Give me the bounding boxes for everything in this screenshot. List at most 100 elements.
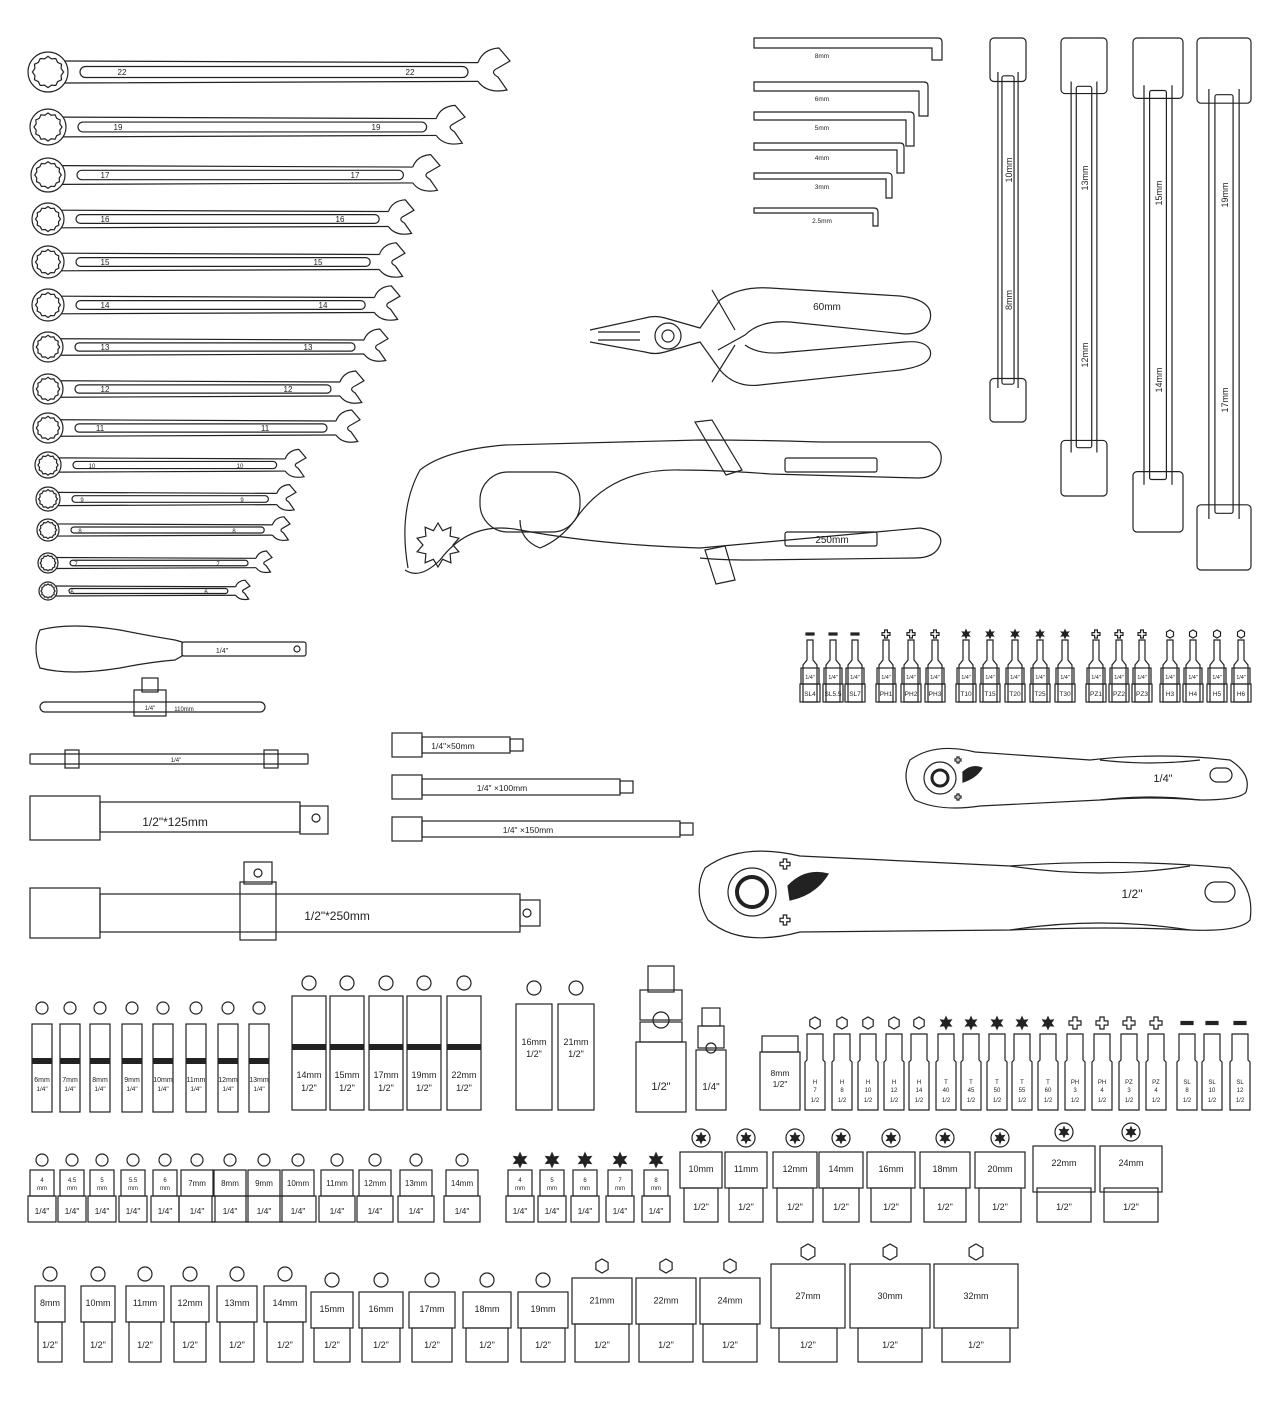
socket-unit: mm [651, 1186, 661, 1192]
hex-icon [968, 1243, 984, 1261]
torx-icon [1125, 1125, 1137, 1139]
wrench-size-right: 8 [232, 529, 236, 535]
wrench-size-right: 10 [237, 464, 244, 470]
wrench-size-bottom: 17mm [1220, 387, 1230, 412]
socket-body [368, 995, 404, 1111]
slot-icon [850, 632, 860, 636]
bit-drive: 1/2 [942, 1098, 951, 1104]
hex-key-body [753, 172, 893, 199]
ring-icon [90, 1266, 106, 1282]
open-end [412, 153, 441, 192]
bit-drive: 1/4" [1091, 675, 1101, 681]
socket-drive: 1/4" [126, 1086, 138, 1093]
socket-size: 5 [550, 1178, 554, 1184]
breaker-square [519, 899, 541, 927]
wrench-size-left: 10 [89, 464, 96, 470]
wrench-size-left: 11 [96, 424, 105, 433]
combination-wrench: 11 11 [32, 409, 361, 444]
socket-drive: 1/4" [126, 1206, 141, 1216]
extension-socket [391, 816, 423, 842]
bit-drive: 1/4" [985, 675, 995, 681]
extension-bar-quarter: 1/4"×50mm [391, 732, 524, 758]
ring-end [29, 108, 67, 146]
socket-size: 19mm [411, 1070, 436, 1080]
wrench-size-right: 11 [261, 424, 270, 433]
bit-size: 45 [968, 1088, 975, 1094]
shank-groove [75, 257, 371, 268]
ring-icon [252, 1001, 266, 1015]
bit-type: T10 [960, 691, 972, 698]
bit-drive: 1/2 [890, 1098, 899, 1104]
socket-size: 5.5 [129, 1178, 138, 1184]
ring-icon [190, 1153, 204, 1167]
socket-base [128, 1321, 162, 1363]
socket-base [465, 1327, 509, 1363]
wrench-size-right: 12 [284, 385, 293, 394]
flex-bar-end [64, 749, 80, 769]
socket-body [152, 1023, 174, 1113]
bit-size: 8 [840, 1088, 844, 1094]
bit-size: 3 [1127, 1088, 1131, 1094]
shank [56, 556, 257, 570]
bit-size: 60 [1045, 1088, 1052, 1094]
socket-drive: 1/4" [253, 1086, 265, 1093]
socket-body [515, 1003, 553, 1111]
socket-row-2: 4mm1/4"4.5mm1/4"5mm1/4"5.5mm1/4"6mm1/4"7… [27, 1122, 1163, 1223]
socket-drive: 1/2" [277, 1340, 293, 1350]
extension-square [299, 805, 329, 835]
socket-knurl [369, 1044, 403, 1050]
socket-size: 13mm [249, 1077, 269, 1084]
extension-square [679, 822, 694, 836]
socket-base [683, 1187, 719, 1223]
bit-label-box [1230, 683, 1252, 703]
socket-size: 9mm [255, 1179, 273, 1188]
hex-key: 6mm [753, 81, 929, 117]
torx-icon [789, 1131, 801, 1145]
bit-size: 7 [813, 1088, 817, 1094]
shank-groove [74, 423, 328, 433]
bit-drive: 1/2 [1098, 1098, 1107, 1104]
socket-base [118, 1195, 148, 1223]
wrench-head-bottom [1060, 439, 1108, 497]
socket-drive: 1/4" [291, 1206, 306, 1216]
ring-icon [189, 1001, 203, 1015]
socket-base [83, 1321, 113, 1363]
socket-size: 18mm [932, 1164, 957, 1174]
hex-key-size: 4mm [815, 155, 829, 162]
screwdriver-bit: 1/4"PZ3 [1131, 629, 1153, 703]
socket-drive: 1/4" [257, 1206, 272, 1216]
screwdriver-bit: 1/4"PH3 [924, 629, 946, 703]
ring-icon [456, 975, 472, 991]
ring-icon [736, 1128, 756, 1148]
socket-base [870, 1187, 912, 1223]
shank [62, 165, 413, 185]
wrench-size-right: 7 [216, 562, 220, 568]
breaker-head [243, 861, 273, 885]
socket-base [211, 1195, 249, 1223]
ring-icon [93, 1001, 107, 1015]
socket-drive: 1/2" [137, 1340, 153, 1350]
bit-body [1176, 1033, 1198, 1111]
screwdriver-bit: 1/4"T15 [979, 628, 1001, 703]
socket-base [778, 1327, 838, 1363]
open-end [335, 409, 361, 443]
open-end [276, 483, 297, 511]
socket-base [443, 1195, 481, 1223]
t-bar-rod [39, 701, 266, 713]
bit-body [1064, 1033, 1086, 1111]
socket-drive: 1/2" [658, 1340, 674, 1350]
bit-body [935, 1033, 957, 1111]
ring-end [36, 518, 60, 542]
